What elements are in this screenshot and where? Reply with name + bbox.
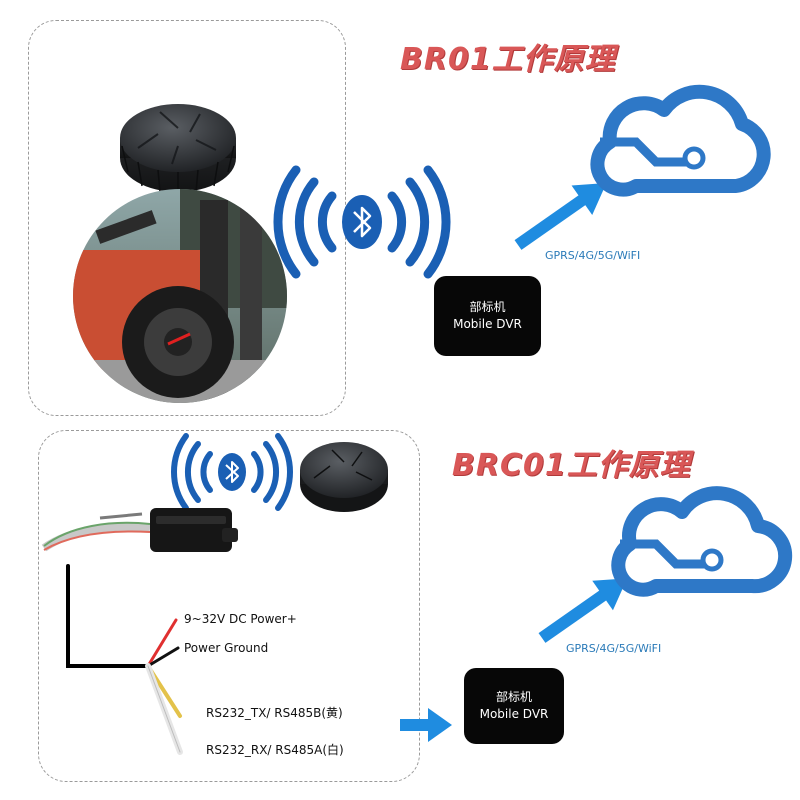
cloud-icon xyxy=(0,0,800,800)
